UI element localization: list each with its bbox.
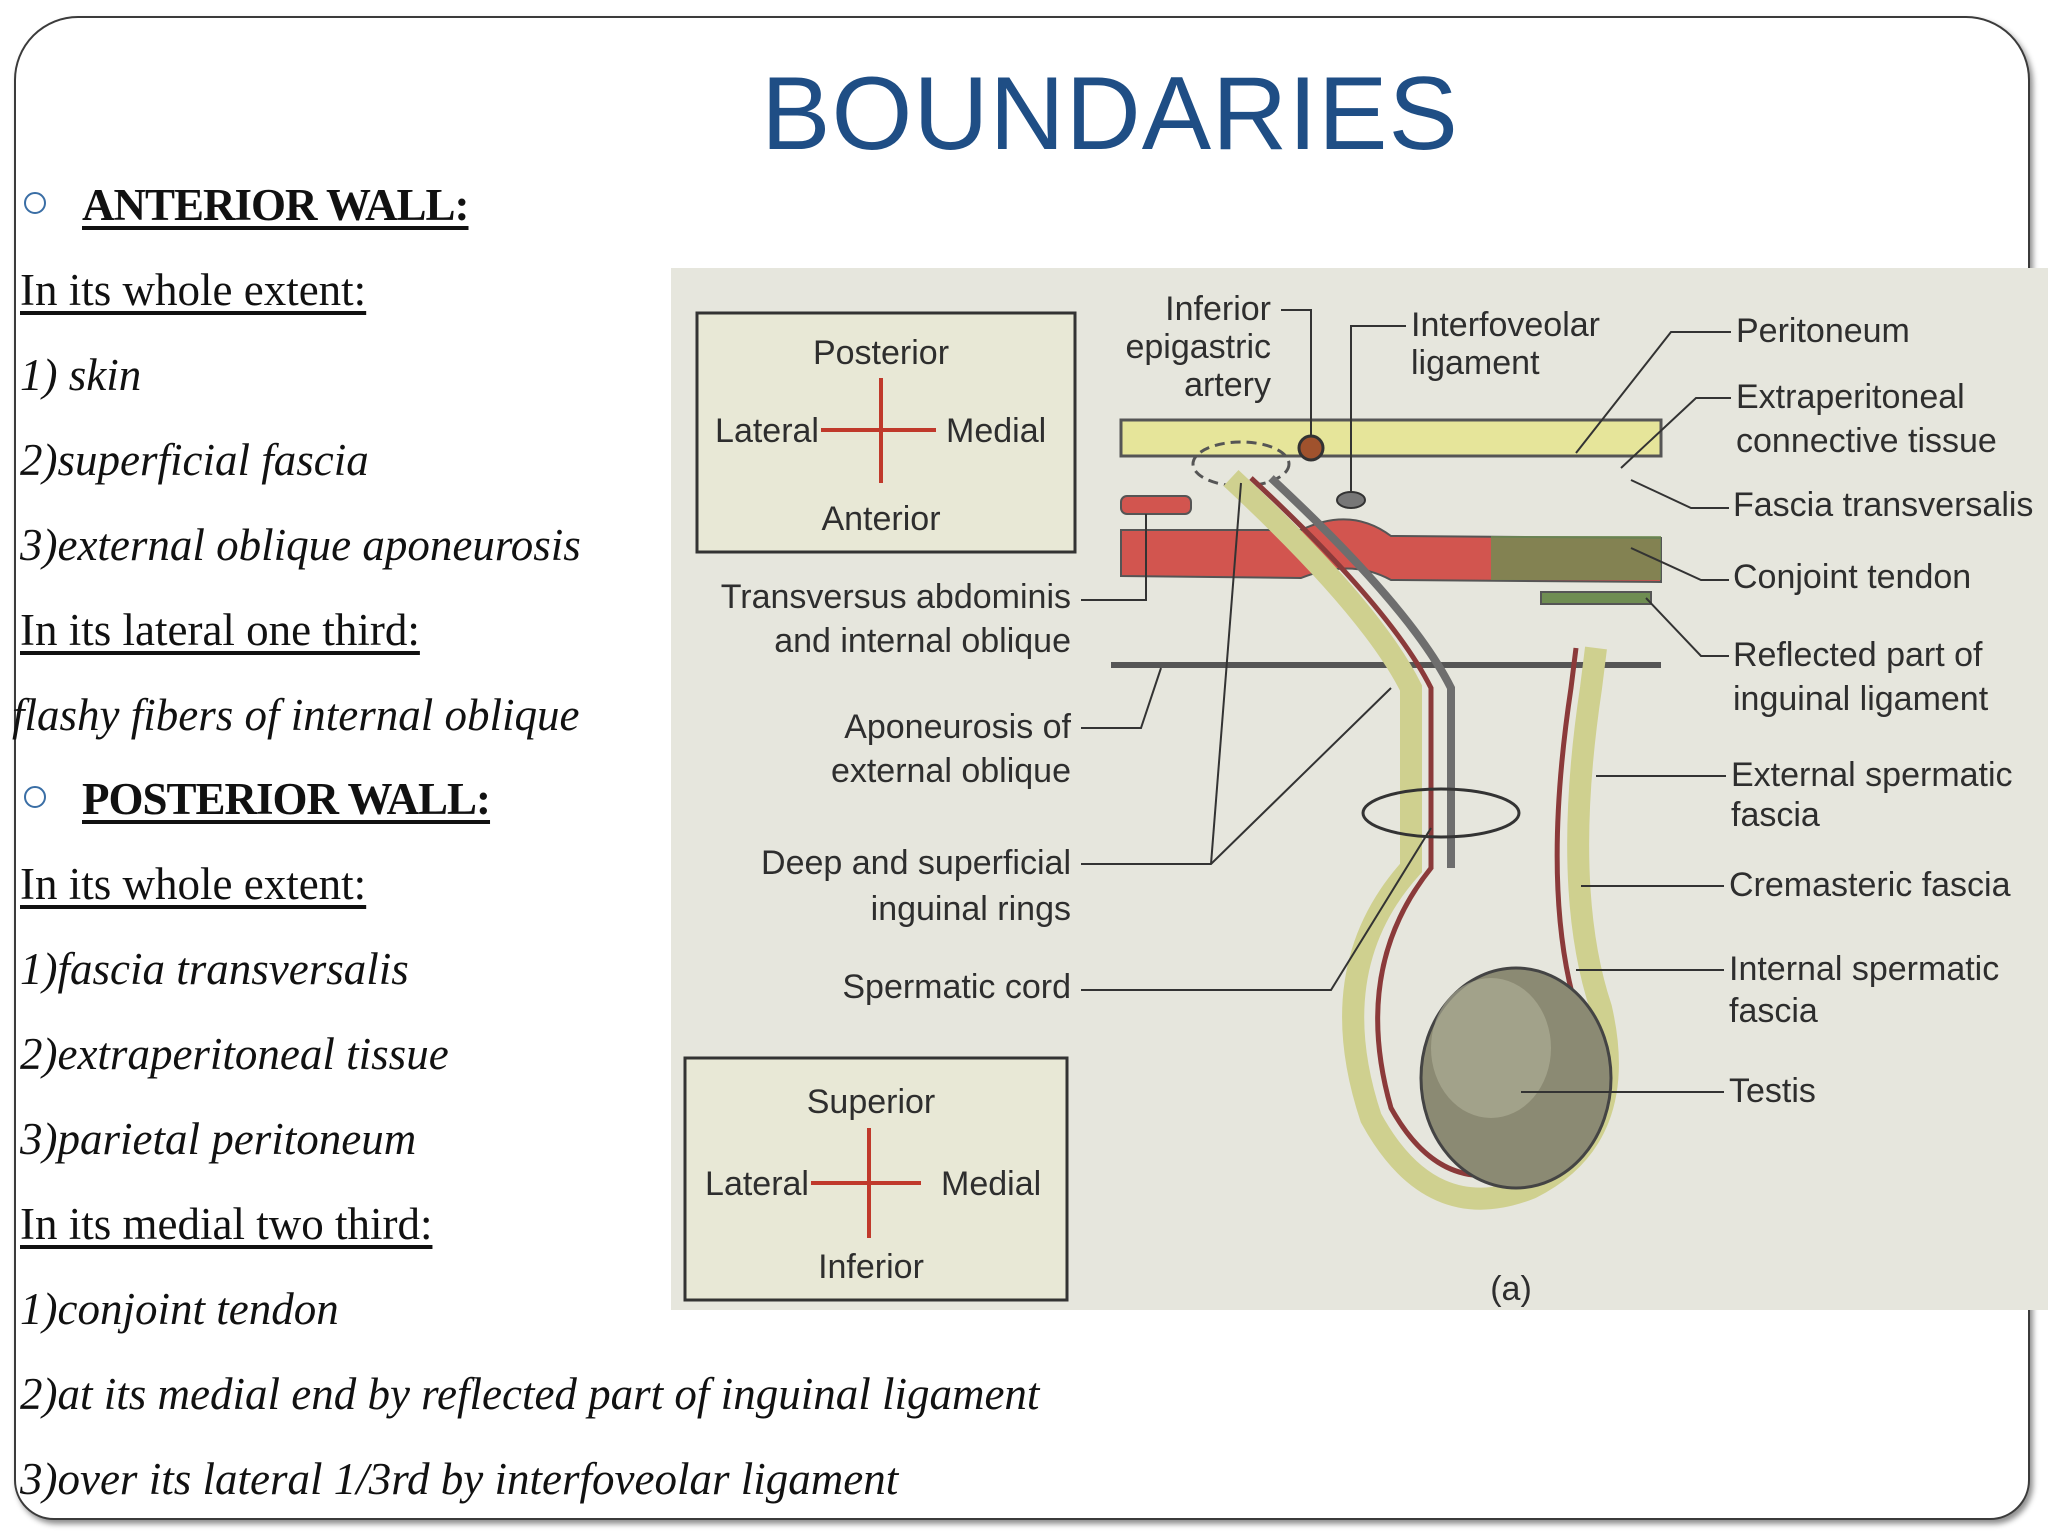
compass-top-right: Medial <box>946 412 1046 450</box>
anterior-item-1: 1) skin <box>20 350 142 400</box>
bullet-posterior <box>24 786 46 808</box>
label-rings-1: Deep and superficial <box>761 844 1071 882</box>
label-transversus-1: Transversus abdominis <box>721 578 1071 616</box>
anterior-item-2: 2)superficial fascia <box>20 435 369 485</box>
label-interfoveolar-1: Interfoveolar <box>1411 306 1600 344</box>
leader-transversus <box>1081 514 1147 601</box>
compass-box-bottom <box>683 1056 1069 1302</box>
posterior-medial-label: In its medial two third: <box>20 1199 433 1249</box>
anterior-whole-extent-label: In its whole extent: <box>20 265 367 315</box>
compass-top-left: Lateral <box>715 412 819 450</box>
posterior-medial-item-3: 3)over its lateral 1/3rd by interfoveola… <box>20 1454 899 1504</box>
muscle-fragment <box>1120 495 1192 515</box>
anterior-item-3: 3)external oblique aponeurosis <box>20 520 581 570</box>
posterior-medial-item-2: 2)at its medial end by reflected part of… <box>20 1369 1040 1419</box>
label-internal-spermatic-2: fascia <box>1729 992 1818 1030</box>
posterior-item-3: 3)parietal peritoneum <box>20 1114 417 1164</box>
label-artery-3: artery <box>1184 366 1271 404</box>
external-fascia-layer <box>1223 469 1619 1210</box>
label-aponeurosis-1: Aponeurosis of <box>844 708 1071 746</box>
label-reflected-1: Reflected part of <box>1733 636 1983 674</box>
label-rings-2: inguinal rings <box>871 890 1071 928</box>
posterior-item-2: 2)extraperitoneal tissue <box>20 1029 449 1079</box>
leader-fascia-transversalis <box>1630 479 1729 509</box>
posterior-whole-extent-label: In its whole extent: <box>20 859 367 909</box>
conjoint-tendon-band <box>1491 536 1661 580</box>
label-cremasteric: Cremasteric fascia <box>1729 866 2011 904</box>
leader-reflected <box>1645 597 1729 657</box>
label-external-spermatic-2: fascia <box>1731 796 1820 834</box>
label-peritoneum: Peritoneum <box>1736 312 1910 350</box>
label-extraperitoneal-2: connective tissue <box>1736 422 1997 460</box>
leader-artery <box>1281 309 1312 436</box>
leader-rings-deep <box>1210 482 1242 865</box>
posterior-item-1: 1)fascia transversalis <box>20 944 409 994</box>
reflected-ligament-band <box>1540 591 1652 605</box>
label-artery-2: epigastric <box>1125 328 1271 366</box>
compass-bottom-right: Medial <box>941 1165 1041 1203</box>
label-interfoveolar-2: ligament <box>1411 344 1540 382</box>
cremasteric-layer <box>1249 476 1585 1178</box>
slide-title: BOUNDARIES <box>761 56 1459 172</box>
anterior-lateral-item: flashy fibers of internal oblique <box>12 690 580 740</box>
leader-extraperitoneal <box>1620 397 1731 469</box>
posterior-wall-heading: POSTERIOR WALL: <box>82 774 491 824</box>
label-extraperitoneal-1: Extraperitoneal <box>1736 378 1965 416</box>
leader-rings-superficial <box>1081 687 1392 865</box>
leader-cord <box>1081 827 1432 991</box>
label-reflected-2: inguinal ligament <box>1733 680 1989 718</box>
label-fascia-transversalis: Fascia transversalis <box>1733 486 2033 524</box>
epigastric-artery-dot <box>1297 434 1325 462</box>
anterior-wall-heading: ANTERIOR WALL: <box>82 180 469 230</box>
leader-peritoneum <box>1575 331 1731 454</box>
leader-conjoint <box>1630 547 1729 581</box>
compass-bottom-up: Superior <box>807 1083 936 1121</box>
anterior-lateral-label: In its lateral one third: <box>20 605 420 655</box>
compass-bottom-down: Inferior <box>818 1248 924 1286</box>
figure-caption: (a) <box>1490 1270 1532 1308</box>
compass-box-top <box>695 311 1077 554</box>
label-artery-1: Inferior <box>1165 290 1271 328</box>
testis-highlight <box>1431 978 1551 1118</box>
inguinal-canal-diagram: Posterior Lateral Medial Anterior Superi… <box>683 290 2033 1308</box>
label-aponeurosis-2: external oblique <box>831 752 1071 790</box>
label-transversus-2: and internal oblique <box>774 622 1071 660</box>
peritoneum-band <box>1119 418 1663 458</box>
label-external-spermatic-1: External spermatic <box>1731 756 2013 794</box>
label-internal-spermatic-1: Internal spermatic <box>1729 950 1999 988</box>
label-testis: Testis <box>1729 1072 1816 1110</box>
compass-bottom-left: Lateral <box>705 1165 809 1203</box>
posterior-medial-item-1: 1)conjoint tendon <box>20 1284 339 1334</box>
bullet-anterior <box>24 192 46 214</box>
inguinal-canal-figure: Posterior Lateral Medial Anterior Superi… <box>671 268 2048 1310</box>
cord-vessels <box>1268 475 1455 868</box>
leader-aponeurosis <box>1081 667 1162 729</box>
compass-top-down: Anterior <box>821 500 940 538</box>
label-spermatic-cord: Spermatic cord <box>842 968 1071 1006</box>
label-conjoint: Conjoint tendon <box>1733 558 1971 596</box>
compass-top-up: Posterior <box>813 334 949 372</box>
interfoveolar-ligament-mark <box>1336 491 1366 509</box>
leader-interfoveolar <box>1350 325 1406 492</box>
superficial-ring <box>1361 787 1521 839</box>
